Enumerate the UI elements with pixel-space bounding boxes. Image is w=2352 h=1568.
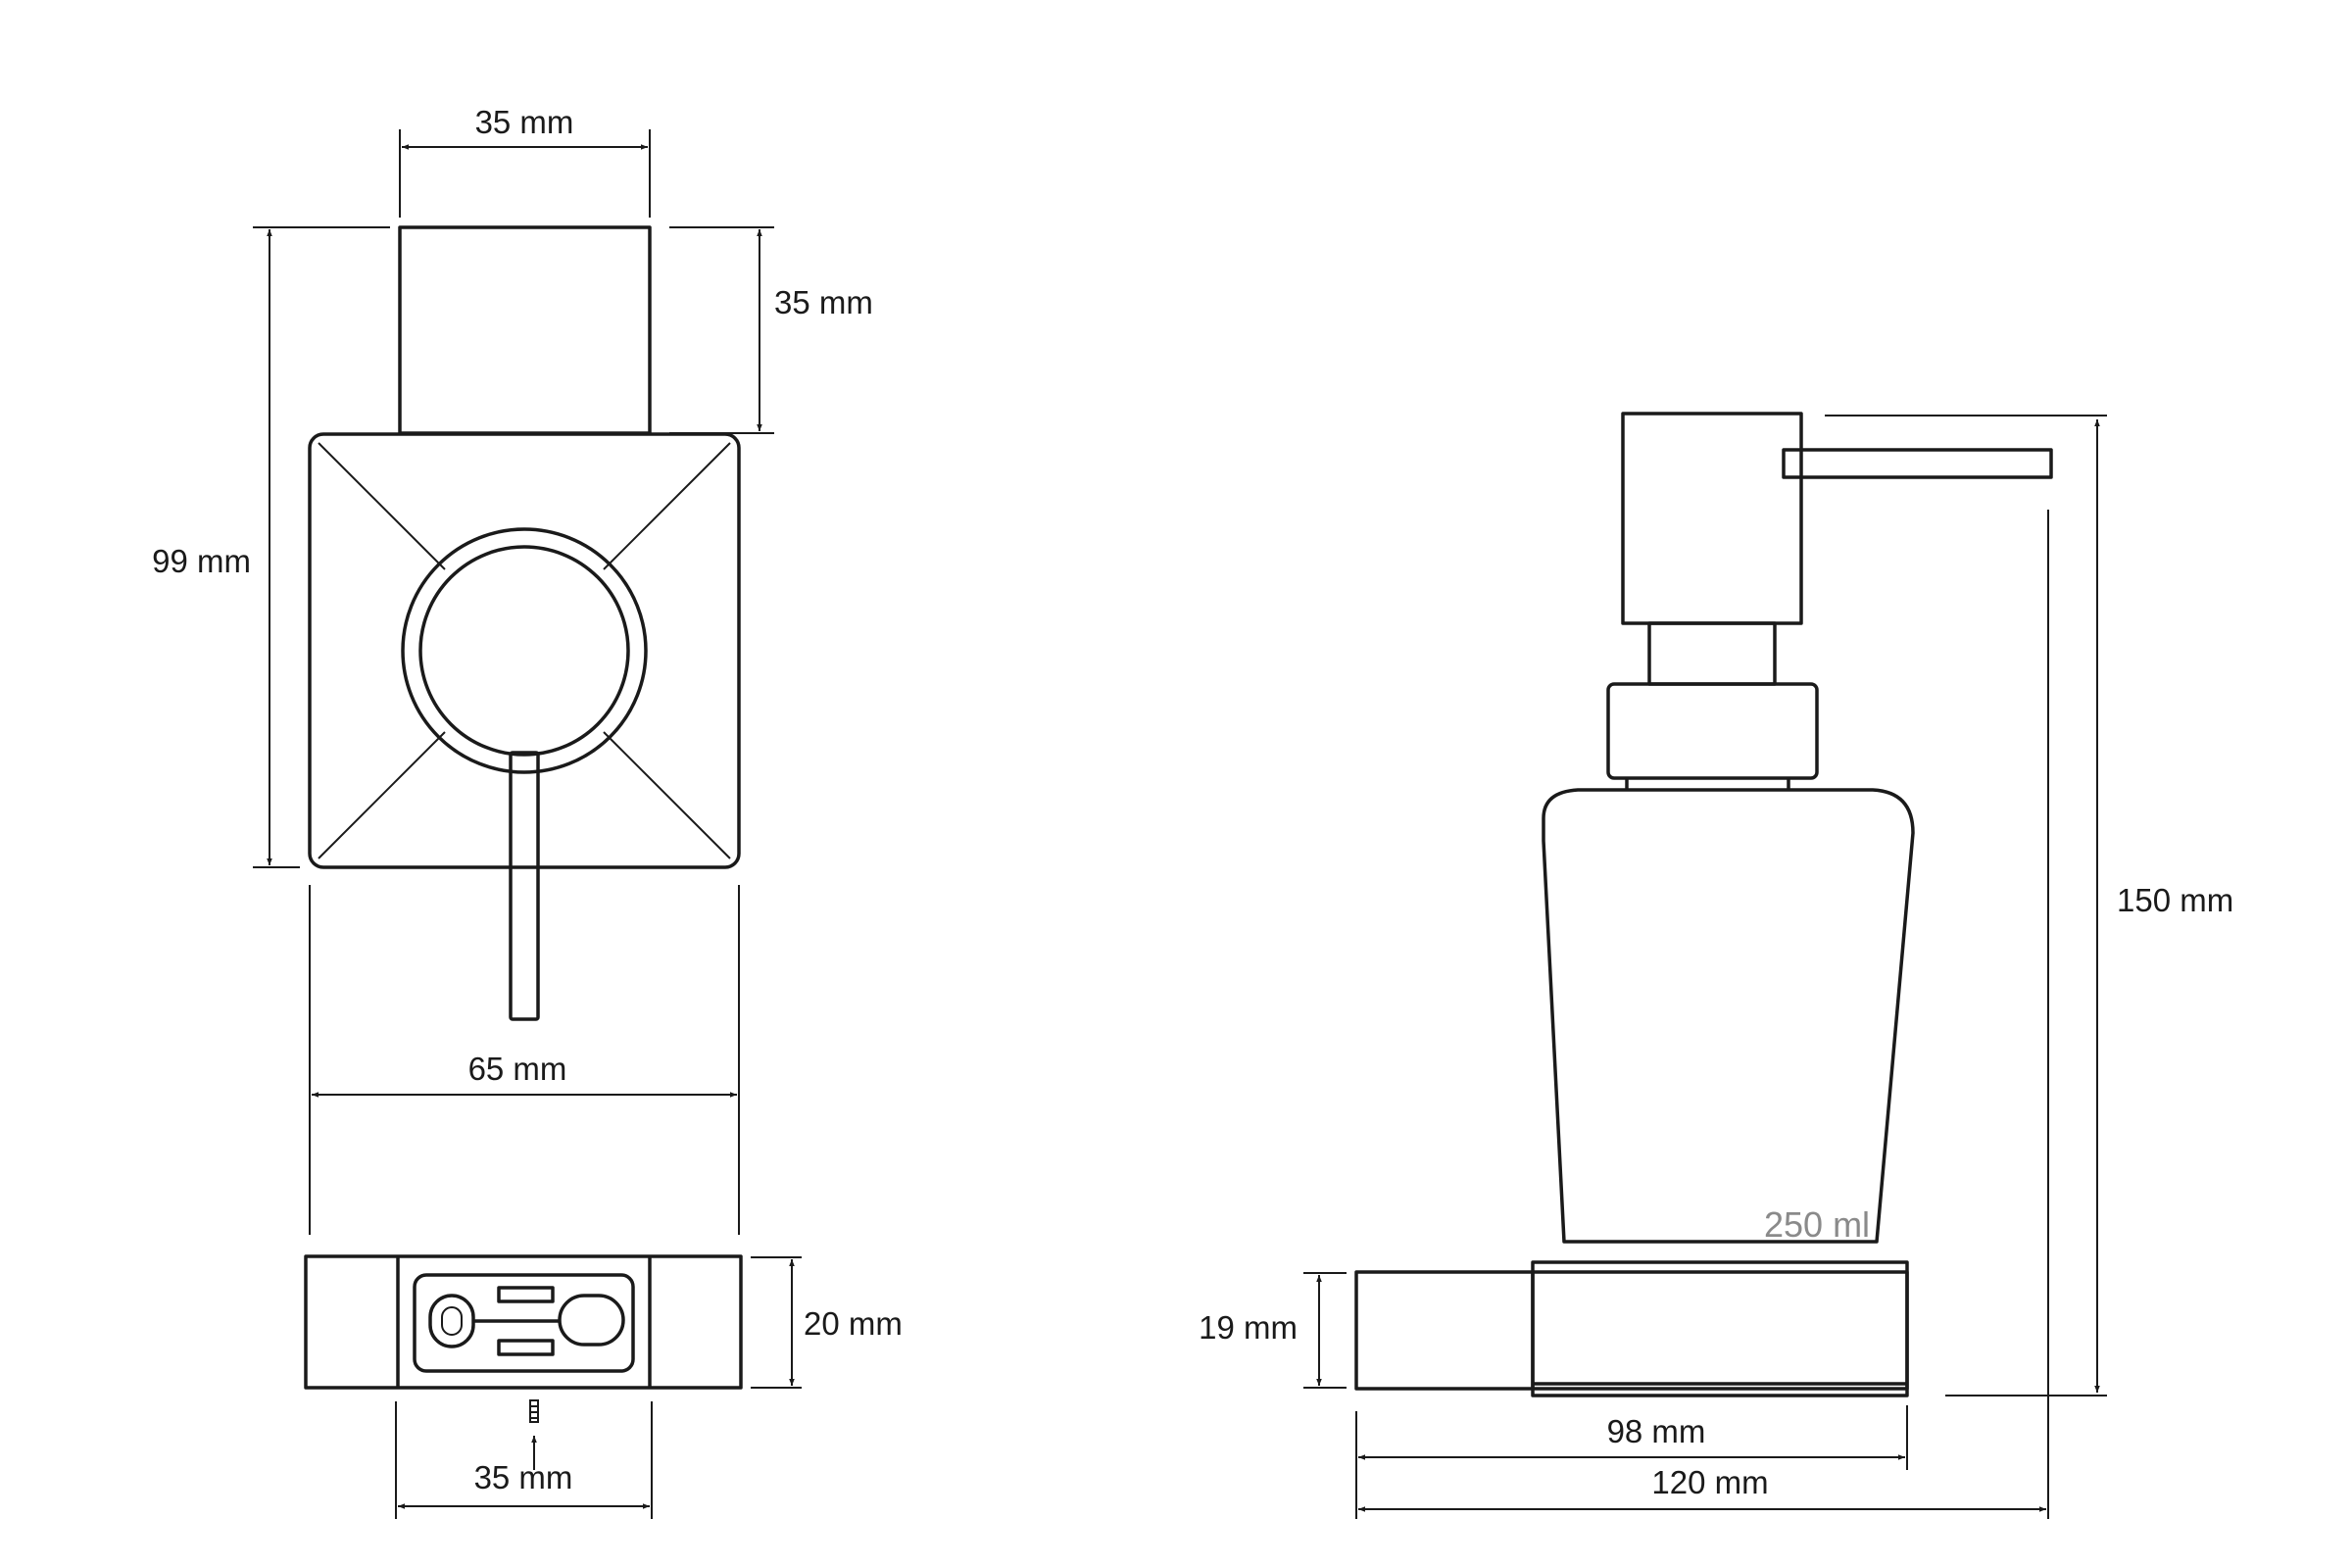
dim-total-depth-label: 120 mm — [1651, 1464, 1768, 1500]
pump-neck — [1647, 621, 1777, 686]
dim-top-width: 35 mm — [399, 104, 651, 218]
dim-base-depth-label: 98 mm — [1607, 1413, 1706, 1449]
dim-total-depth: 120 mm — [1358, 510, 2049, 1519]
collar-outer — [401, 527, 648, 774]
front-view: 35 mm 35 mm 99 mm 65 mm — [152, 104, 873, 1235]
dim-front-height-label: 99 mm — [152, 543, 251, 579]
wall-plate — [308, 432, 741, 869]
dim-total-height-label: 150 mm — [2117, 882, 2233, 918]
mount-slot-frame — [413, 1273, 635, 1373]
dim-front-width-label: 65 mm — [468, 1051, 567, 1087]
volume-label: 250 ml — [1764, 1204, 1870, 1245]
dim-top-width-label: 35 mm — [475, 104, 574, 140]
stem — [509, 751, 540, 1021]
mount-slot-left — [428, 1294, 475, 1348]
mount-plate — [304, 1254, 743, 1390]
bottle-collar — [1606, 682, 1819, 780]
mount-slot-right — [558, 1294, 625, 1347]
holder-cup — [1531, 1260, 1909, 1397]
pump-spout — [1782, 448, 2053, 479]
dim-bottom-width-label: 35 mm — [474, 1459, 573, 1495]
pump-head — [1621, 412, 1803, 625]
bevel-lines — [318, 442, 731, 859]
side-view: 250 ml 150 mm 19 mm 98 mm — [1199, 412, 2233, 1519]
dim-bottom-width: 35 mm — [395, 1401, 653, 1519]
screw-icon — [529, 1399, 539, 1470]
holder-base — [1354, 1270, 1909, 1391]
collar-inner — [418, 545, 630, 757]
dim-total-height: 150 mm — [1825, 415, 2233, 1396]
dim-front-height: 99 mm — [152, 226, 390, 868]
bottle-body — [1542, 788, 1915, 1244]
dim-front-width: 65 mm — [309, 885, 740, 1235]
dim-top-height: 35 mm — [669, 226, 873, 434]
dim-base-height-label: 19 mm — [1199, 1309, 1298, 1346]
bottom-view: 20 mm 35 mm — [304, 1254, 903, 1519]
dim-plate-height: 20 mm — [751, 1256, 903, 1389]
dim-plate-height-label: 20 mm — [804, 1305, 903, 1342]
dim-base-depth: 98 mm — [1355, 1405, 1908, 1519]
dim-top-height-label: 35 mm — [774, 284, 873, 320]
top-block — [398, 225, 652, 435]
dim-base-height: 19 mm — [1199, 1272, 1347, 1389]
